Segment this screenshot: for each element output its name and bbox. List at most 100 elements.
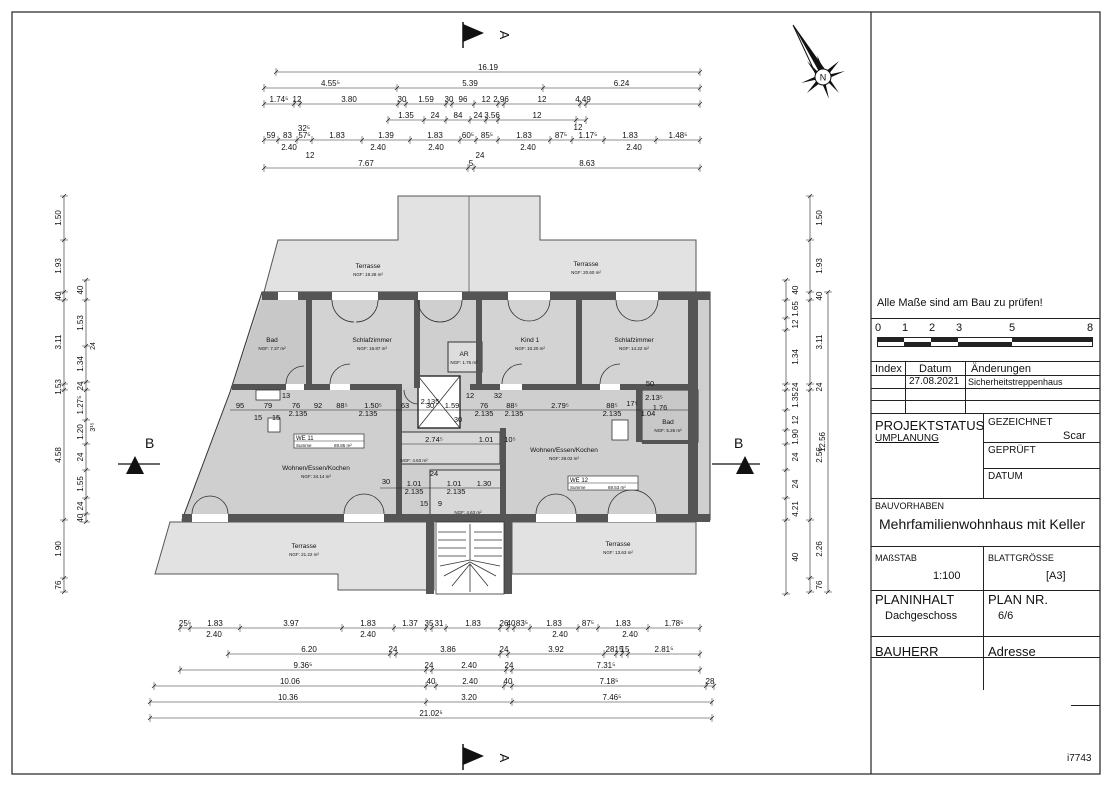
dim-label: 2.40: [370, 143, 386, 152]
dim-label: 2.40: [462, 677, 478, 686]
dim-label: 1.83: [207, 619, 223, 628]
dim-label: 1.78⁵: [665, 619, 684, 628]
dim-label: 24: [76, 381, 85, 390]
bauvorhaben-label: BAUVORHABEN: [875, 501, 945, 511]
dim-label: 1.50: [54, 210, 63, 226]
dim-label: 4.58: [54, 447, 63, 463]
unit-area: 69.85 m²: [334, 443, 352, 448]
dim-label: 24: [90, 342, 97, 350]
dim-label: 2.40: [552, 630, 568, 639]
dim-label: 26: [500, 619, 509, 628]
dim-label: 1.83: [465, 619, 481, 628]
staircase: [435, 521, 505, 595]
dim-label: 1.35: [398, 111, 414, 120]
unit-label: Summe: [296, 443, 312, 448]
dim-label: 3.11: [54, 334, 63, 350]
unit-name: WE 11: [296, 436, 314, 442]
interior-dim-label: 1.30: [477, 479, 492, 488]
interior-dim-label: 2.135: [359, 409, 378, 418]
unit-name: WE 12: [570, 478, 589, 484]
svg-text:B: B: [145, 435, 154, 451]
dim-label: 7.31⁵: [597, 661, 616, 670]
dim-label: 1.35: [791, 392, 800, 408]
datum-label: DATUM: [988, 471, 1023, 482]
svg-text:A: A: [497, 31, 512, 40]
dim-label: 15: [615, 645, 624, 654]
dim-label: 24: [791, 479, 800, 488]
interior-dim-label: 2.135: [289, 409, 308, 418]
dim-label: 31: [435, 619, 444, 628]
interior-dim-label: 10⁵: [504, 435, 515, 444]
dim-label: 12: [533, 111, 542, 120]
dim-label: 7.18⁵: [600, 677, 619, 686]
interior-dim-label: 92: [314, 401, 322, 410]
dim-label: 3.20: [461, 693, 477, 702]
dim-label: 15: [621, 645, 630, 654]
dim-label: 2.96: [493, 95, 509, 104]
dim-label: 7.46⁵: [603, 693, 622, 702]
dim-label: 40: [791, 552, 800, 561]
dim-label: 6.20: [301, 645, 317, 654]
planinhalt-label: PLANINHALT: [875, 592, 955, 607]
dim-label: 24: [76, 452, 85, 461]
dim-label: 2.56: [815, 447, 824, 463]
room-name: Wohnen/Essen/Kochen: [530, 447, 598, 454]
interior-dim-label: 88⁵: [336, 401, 347, 410]
dim-label: 83⁵: [516, 619, 528, 628]
interior-dim-label: 1.59: [445, 401, 460, 410]
dim-label: 8.63: [579, 159, 595, 168]
dim-label: 1.90: [791, 429, 800, 445]
massstab-label: MAßSTAB: [875, 553, 917, 563]
dim-label: 32⁵: [298, 124, 310, 133]
notice-text: Alle Maße sind am Bau zu prüfen!: [877, 297, 1043, 309]
room-area: NGF: 34.14 m²: [301, 474, 331, 479]
room-area: NGF: 14.22 m²: [619, 346, 649, 351]
dim-label: 3.92: [548, 645, 564, 654]
dim-label: 2.40: [206, 630, 222, 639]
dim-label: 1.50: [815, 210, 824, 226]
room-area: NGF: 4.63 m²: [400, 458, 428, 463]
dim-label: 28: [606, 645, 615, 654]
door-openings: [192, 292, 658, 522]
dim-label: 40: [791, 285, 800, 294]
dim-label: 4.55⁵: [321, 79, 340, 88]
dim-label: 1.48⁵: [669, 131, 688, 140]
interior-dim-label: 2.79⁵: [551, 401, 569, 410]
interior-dim-label: 15: [272, 413, 280, 422]
plannr-value: 6/6: [998, 610, 1014, 622]
dim-label: 1.83: [329, 131, 345, 140]
dim-label: 2.40: [428, 143, 444, 152]
dim-label: 24: [815, 382, 824, 391]
dim-label: 2.26: [815, 541, 824, 557]
scale-bar: 0 1 2 3 5 8: [875, 322, 1095, 352]
interior-dim-label: 76: [480, 401, 488, 410]
dim-label: 1.55: [76, 476, 85, 492]
dim-label: 10.06: [280, 677, 301, 686]
dim-label: 2.40: [461, 661, 477, 670]
room-area: NGF: 4.63 m²: [454, 510, 482, 515]
blattgroesse-label: BLATTGRÖSSE: [988, 553, 1054, 563]
interior-dim-label: 88⁵: [506, 401, 517, 410]
sheet-frame: [11, 11, 1101, 775]
dim-label: 40: [76, 285, 85, 294]
dim-label: 30: [445, 95, 454, 104]
interior-dim-label: 2.135: [603, 409, 622, 418]
dim-label: 24: [474, 111, 483, 120]
interior-dim-label: 2.135: [421, 397, 440, 406]
dim-label: 12: [574, 123, 583, 132]
interior-dim-label: 17⁵: [626, 399, 637, 408]
unit-area: 69.53 m²: [608, 485, 626, 490]
room-name: Schlafzimmer: [614, 337, 654, 344]
interior-dim-label: 32: [494, 391, 502, 400]
dim-label: 1.93: [54, 258, 63, 274]
svg-text:N: N: [820, 73, 827, 83]
dim-label: 3.86: [440, 645, 456, 654]
dim-label: 1.90: [54, 541, 63, 557]
interior-dim-label: 2.135: [505, 409, 524, 418]
dim-label: 3.56: [484, 111, 500, 120]
dim-label: 12: [538, 95, 547, 104]
dim-label: 84: [454, 111, 463, 120]
dim-label: 12: [482, 95, 491, 104]
